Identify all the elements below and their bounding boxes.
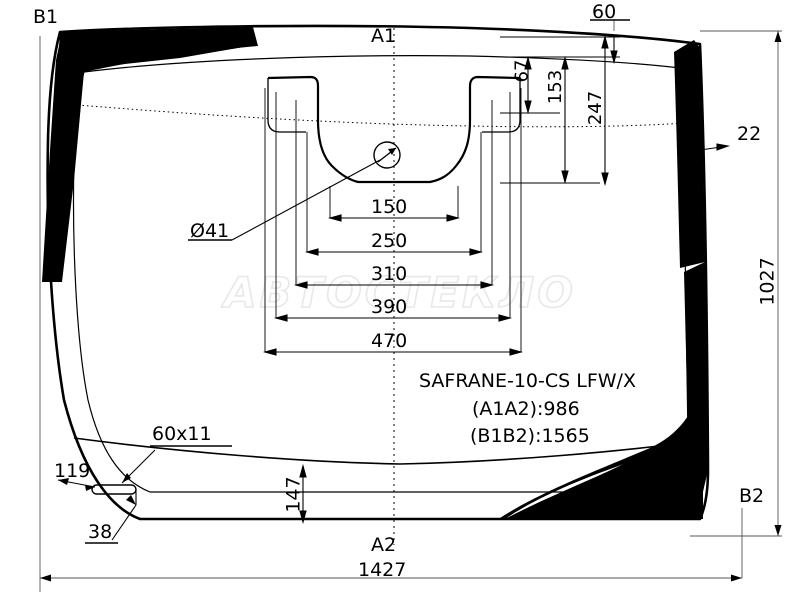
- wiper-pad: [57, 445, 232, 544]
- dimension-bracket-mid: 153: [545, 69, 567, 105]
- dimension-stack-390: 390: [371, 296, 408, 318]
- top-offset-dimension: [590, 19, 630, 65]
- stack-extension-lines: [264, 88, 522, 352]
- right-edge-dimension: [684, 143, 731, 155]
- dimension-hole-diameter: Ø41: [190, 220, 230, 242]
- horizontal-reference-line: [77, 104, 701, 128]
- dimension-pad-size: 60x11: [152, 423, 212, 445]
- dimension-stack-250: 250: [371, 230, 408, 252]
- dimension-bracket-bottom: 247: [585, 90, 607, 126]
- watermark: АВТОСТЕКЛО: [220, 267, 576, 318]
- stack-dimension-arrows: [262, 214, 524, 356]
- corner-label-a1: A1: [371, 25, 397, 47]
- dimension-bracket-top: 67: [511, 59, 533, 83]
- part-b1b2: (B1B2):1565: [470, 425, 590, 447]
- sensor-bracket-cutout: [267, 75, 521, 184]
- part-code: SAFRANE-10-CS LFW/X: [419, 370, 636, 392]
- dimension-stack-150: 150: [371, 196, 408, 218]
- svg-text:АВТОСТЕКЛО: АВТОСТЕКЛО: [221, 268, 576, 317]
- dimension-pad-offset: 119: [54, 460, 91, 482]
- glass-outline: [46, 24, 710, 521]
- dimension-stack-310: 310: [371, 263, 408, 285]
- dimension-pad-drop: 38: [88, 521, 113, 543]
- mirror-mount-circle: [373, 141, 401, 169]
- overall-dimension-arrows: [40, 31, 782, 582]
- dimension-overall-height: 1027: [756, 257, 779, 306]
- dimension-bottom-band: 147: [282, 476, 305, 513]
- dimension-top-offset: 60: [592, 1, 617, 23]
- hole-diameter-leader: [188, 159, 381, 241]
- corner-label-a2: A2: [371, 534, 397, 556]
- dimension-overall-width: 1427: [358, 559, 407, 581]
- corner-label-b1: B1: [33, 6, 59, 28]
- dimension-frame: [39, 20, 782, 592]
- bottom-band-dimension: [299, 463, 307, 525]
- dimension-right-edge: 22: [737, 123, 762, 145]
- dimension-stack-470: 470: [371, 330, 408, 352]
- corner-label-b2: B2: [739, 485, 765, 507]
- glass-inner-contour: [72, 55, 689, 493]
- part-a1a2: (A1A2):986: [472, 398, 580, 420]
- sensor-bracket-inner: [267, 78, 521, 133]
- lower-band-curves: [73, 437, 707, 465]
- bracket-vertical-dimensions: [500, 34, 620, 187]
